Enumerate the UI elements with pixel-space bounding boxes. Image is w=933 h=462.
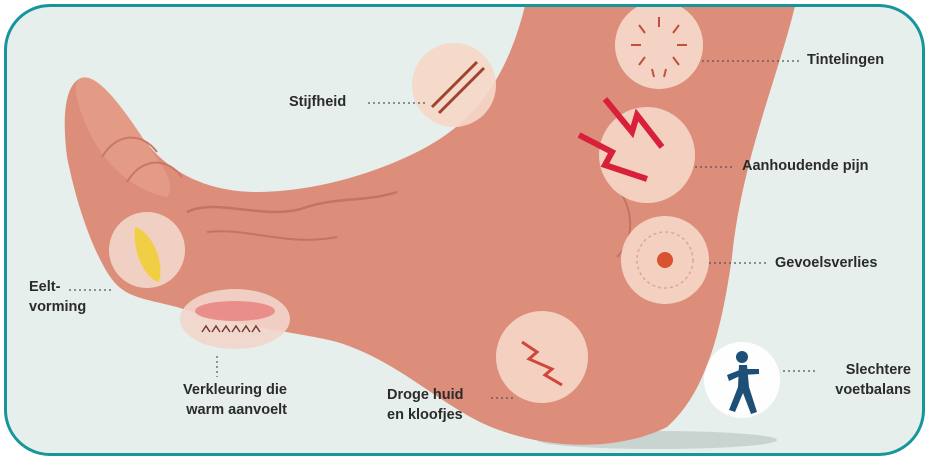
label-stiffness: Stijfheid — [289, 92, 346, 112]
foot-illustration — [7, 7, 925, 456]
label-callus: Eelt- vorming — [29, 277, 86, 317]
dry-skin-circle — [496, 311, 588, 403]
label-tingling: Tintelingen — [807, 50, 884, 70]
label-persistent-pain: Aanhoudende pijn — [742, 156, 868, 176]
redness-icon — [195, 301, 275, 321]
label-discoloration: Verkleuring die warm aanvoelt — [147, 380, 287, 420]
label-loss-of-feeling: Gevoelsverlies — [775, 253, 877, 273]
label-dry-skin: Droge huid en kloofjes — [387, 385, 464, 425]
numbness-icon — [657, 252, 673, 268]
label-balance: Slechtere voetbalans — [817, 360, 911, 400]
infographic-frame: Tintelingen Stijfheid Aanhoudende pijn G… — [4, 4, 925, 456]
